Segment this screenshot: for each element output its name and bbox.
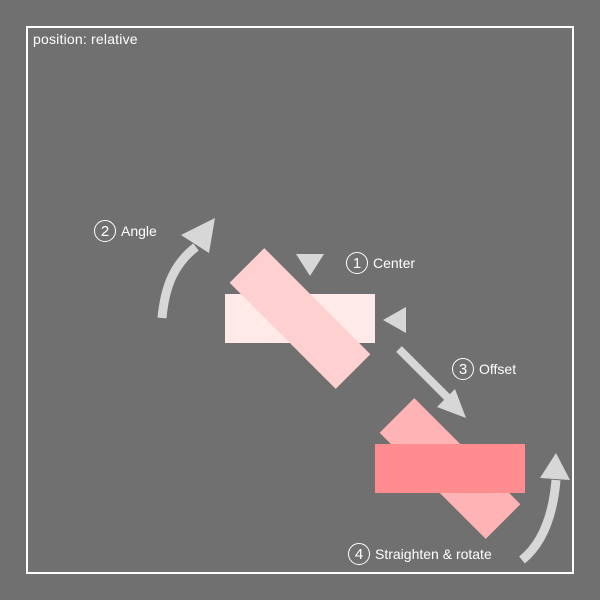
step-label-angle: Angle — [121, 223, 157, 239]
offset-arrowhead-icon — [437, 389, 466, 418]
rotate-arrow-shaft-icon — [519, 479, 561, 564]
step-number-center: 1 — [346, 252, 368, 274]
step-label-straighten-rotate: Straighten & rotate — [375, 546, 492, 562]
step-number-angle: 2 — [94, 220, 116, 242]
angle-arrowhead-icon — [181, 218, 215, 253]
step-number-offset: 3 — [452, 358, 474, 380]
step-straighten-rotate: 4 Straighten & rotate — [348, 543, 492, 565]
step-number-straighten-rotate: 4 — [348, 543, 370, 565]
offset-arrow-shaft-icon — [396, 346, 451, 401]
rotate-arrowhead-icon — [540, 453, 570, 480]
container-label: position: relative — [33, 31, 138, 47]
relative-container-border — [26, 26, 574, 574]
step-offset: 3 Offset — [452, 358, 516, 380]
step-label-offset: Offset — [479, 361, 517, 377]
angle-arrow-shaft-icon — [157, 243, 199, 319]
center-left-arrowhead-icon — [383, 307, 406, 333]
step-angle: 2 Angle — [94, 220, 157, 242]
center-down-arrowhead-icon — [296, 254, 324, 276]
step-center: 1 Center — [346, 252, 415, 274]
final-straight-box — [375, 444, 525, 493]
rotated-box-centered — [229, 248, 371, 389]
step-label-center: Center — [373, 255, 416, 271]
